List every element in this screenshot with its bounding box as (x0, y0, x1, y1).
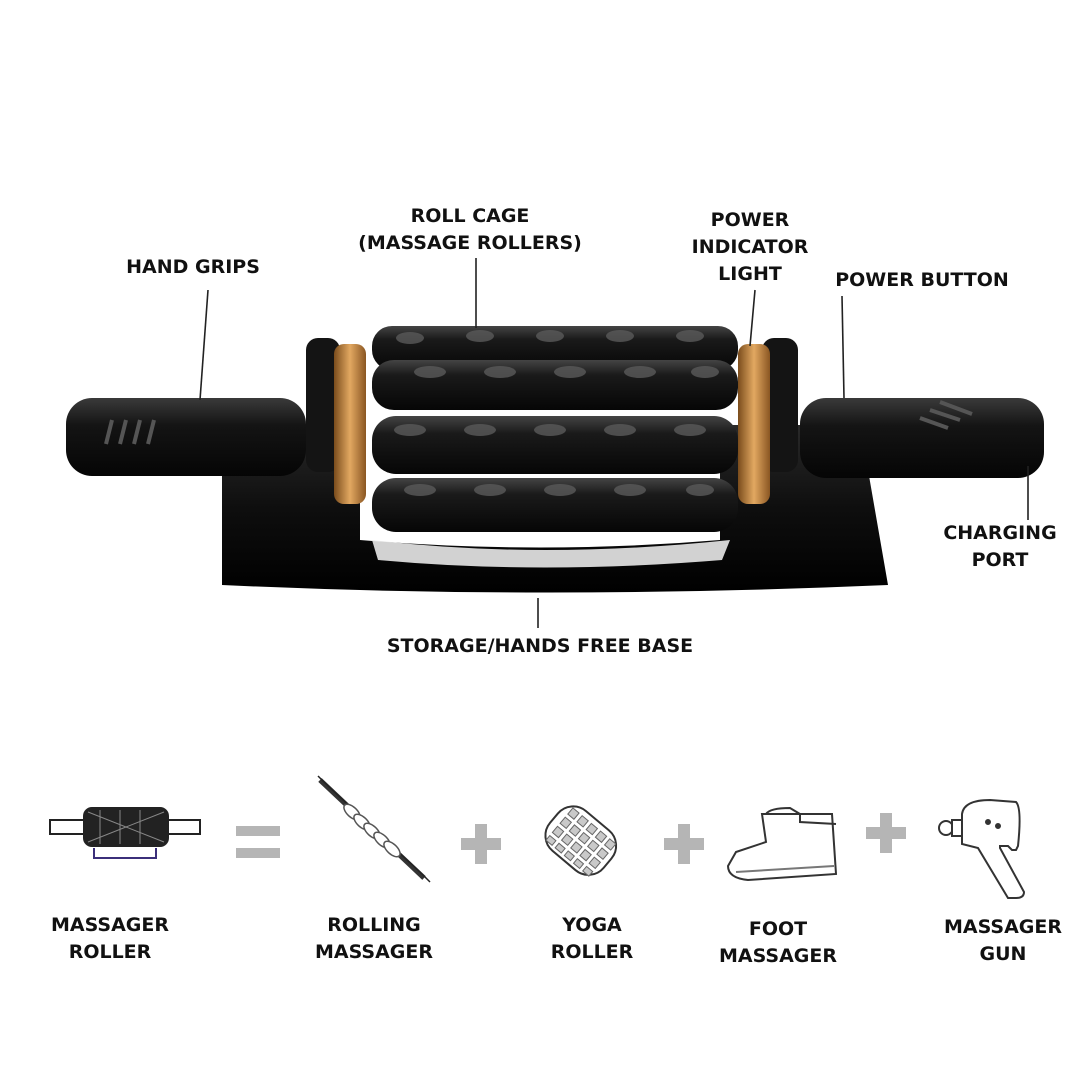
foot-massager-caption: FOOT MASSAGER (718, 918, 838, 967)
massager-roller-icon (49, 807, 201, 859)
roll-cage (372, 326, 738, 532)
right-bronze-ring (738, 344, 770, 504)
left-bronze-ring (334, 344, 366, 504)
plus-sign (664, 824, 704, 864)
plus-sign (461, 824, 501, 864)
equals-sign (236, 826, 280, 858)
hand-grips-label: HAND GRIPS (126, 256, 260, 278)
yoga-roller-caption: YOGA ROLLER (550, 914, 634, 963)
rolling-massager-caption: ROLLING MASSAGER (314, 914, 434, 963)
power-button-label: POWER BUTTON (835, 269, 1009, 291)
yoga-roller-icon (544, 805, 618, 877)
roll-cage-label: ROLL CAGE (MASSAGE ROLLERS) (358, 205, 582, 254)
massager-roller-caption: MASSAGER ROLLER (50, 914, 170, 963)
right-hand-grip (800, 398, 1044, 478)
massager-gun-caption: MASSAGER GUN (943, 916, 1063, 965)
base-label: STORAGE/HANDS FREE BASE (386, 635, 694, 657)
massager-gun-icon (938, 798, 1026, 899)
left-hand-grip (66, 398, 306, 476)
plus-sign (866, 813, 906, 853)
rolling-massager-icon (317, 775, 431, 883)
foot-massager-icon (726, 806, 838, 882)
charging-port-label: CHARGING PORT (943, 522, 1057, 571)
power-indicator-label: POWER INDICATOR LIGHT (691, 209, 809, 285)
leader-lines (199, 258, 1029, 628)
